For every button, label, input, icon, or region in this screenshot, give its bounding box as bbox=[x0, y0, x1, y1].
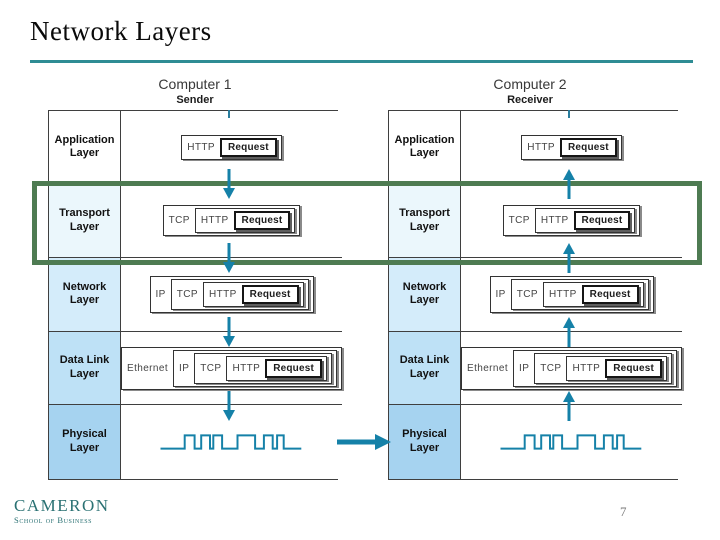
c2-packet-ethernet: Ethernet IP TCP HTTP Request bbox=[461, 346, 683, 390]
c1-layer-label-transport: Transport Layer bbox=[49, 184, 121, 259]
http-header-label: HTTP bbox=[208, 288, 237, 300]
cameron-logo: CAMERON School of Business bbox=[14, 497, 110, 525]
http-header-label: HTTP bbox=[572, 362, 601, 374]
c1-layer-label-network: Network Layer bbox=[49, 258, 121, 332]
transmission-arrow bbox=[337, 434, 391, 450]
up-arrow bbox=[563, 169, 575, 199]
ethernet-header-label: Ethernet bbox=[127, 362, 169, 374]
tcp-header-label: TCP bbox=[508, 215, 530, 227]
c1-layer-label-physical: Physical Layer bbox=[49, 405, 121, 479]
c2-network-cell: IP TCP HTTP Request bbox=[461, 258, 683, 332]
signal-waveform bbox=[500, 434, 641, 450]
signal-waveform bbox=[160, 434, 301, 450]
c1-packet-http: HTTP Request bbox=[181, 134, 282, 160]
computer2-subheading: Receiver bbox=[507, 94, 553, 106]
down-arrow bbox=[223, 169, 235, 199]
http-header-label: HTTP bbox=[200, 215, 229, 227]
tcp-header-label: TCP bbox=[168, 215, 190, 227]
request-box: Request bbox=[265, 358, 323, 378]
c1-packet-http: HTTP Request bbox=[202, 281, 304, 307]
page-title: Network Layers bbox=[30, 16, 212, 46]
http-header-label: HTTP bbox=[548, 288, 577, 300]
computer1-subheading: Sender bbox=[176, 94, 214, 106]
http-header-label: HTTP bbox=[187, 141, 215, 153]
ip-header-label: IP bbox=[155, 288, 166, 300]
tcp-header-label: TCP bbox=[176, 288, 198, 300]
c1-network-cell: IP TCP HTTP Request bbox=[121, 258, 343, 332]
c2-packet-ip: IP TCP HTTP Request bbox=[489, 275, 654, 313]
ip-header-label: IP bbox=[495, 288, 506, 300]
c1-packet-ethernet: Ethernet IP TCP HTTP Request bbox=[121, 346, 343, 390]
c2-layer-label-transport: Transport Layer bbox=[389, 184, 461, 259]
c1-packet-ip: IP TCP HTTP Request bbox=[173, 349, 338, 387]
page-number: 7 bbox=[620, 504, 627, 519]
request-box: Request bbox=[573, 211, 631, 231]
http-header-label: HTTP bbox=[232, 362, 261, 374]
tcp-header-label: TCP bbox=[516, 288, 538, 300]
down-arrow bbox=[223, 317, 235, 347]
http-header-label: HTTP bbox=[540, 215, 569, 227]
c1-layer-label-datalink: Data Link Layer bbox=[49, 331, 121, 406]
c2-datalink-cell: Ethernet IP TCP HTTP Request bbox=[461, 331, 683, 406]
c2-packet-http: HTTP Request bbox=[521, 134, 622, 160]
c2-transport-cell: TCP HTTP Request bbox=[461, 184, 683, 259]
ip-header-label: IP bbox=[179, 362, 190, 374]
down-arrow bbox=[223, 391, 235, 421]
c1-packet-ip: IP TCP HTTP Request bbox=[149, 275, 314, 313]
request-box: Request bbox=[241, 284, 299, 304]
http-header-label: HTTP bbox=[527, 141, 555, 153]
c1-packet-tcp: TCP HTTP Request bbox=[162, 205, 301, 237]
request-box: Request bbox=[605, 358, 663, 378]
tcp-header-label: TCP bbox=[540, 362, 562, 374]
up-arrow bbox=[563, 243, 575, 273]
c2-layer-label-datalink: Data Link Layer bbox=[389, 331, 461, 406]
c2-packet-tcp: TCP HTTP Request bbox=[502, 205, 641, 237]
c2-layer-label-network: Network Layer bbox=[389, 258, 461, 332]
c1-packet-tcp: TCP HTTP Request bbox=[194, 352, 333, 384]
c1-physical-cell bbox=[121, 405, 343, 479]
up-arrow bbox=[563, 317, 575, 347]
up-arrow bbox=[563, 391, 575, 421]
c2-application-cell: HTTP Request bbox=[461, 111, 683, 185]
computer2-heading: Computer 2 bbox=[493, 76, 567, 92]
c2-physical-cell bbox=[461, 405, 683, 479]
computer2-osi-table: Application Layer HTTP Request Transport… bbox=[388, 110, 683, 480]
request-box: Request bbox=[559, 137, 617, 157]
c1-packet-http: HTTP Request bbox=[226, 355, 328, 381]
c1-layer-label-application: Application Layer bbox=[49, 111, 121, 185]
receiver-top-stub bbox=[568, 110, 570, 118]
c2-layer-label-application: Application Layer bbox=[389, 111, 461, 185]
down-arrow bbox=[223, 243, 235, 273]
sender-top-stub bbox=[228, 110, 230, 118]
computer1-osi-table: Application Layer HTTP Request Transport… bbox=[48, 110, 343, 480]
logo-subtitle: School of Business bbox=[14, 514, 93, 525]
c1-application-cell: HTTP Request bbox=[121, 111, 343, 185]
ethernet-header-label: Ethernet bbox=[467, 362, 509, 374]
request-box: Request bbox=[581, 284, 639, 304]
c2-packet-tcp: TCP HTTP Request bbox=[510, 278, 649, 310]
c1-datalink-cell: Ethernet IP TCP HTTP Request bbox=[121, 331, 343, 406]
ip-header-label: IP bbox=[519, 362, 530, 374]
request-box: Request bbox=[219, 137, 277, 157]
computer1-heading: Computer 1 bbox=[158, 76, 232, 92]
c2-packet-ip: IP TCP HTTP Request bbox=[513, 349, 678, 387]
tcp-header-label: TCP bbox=[200, 362, 222, 374]
c2-packet-tcp: TCP HTTP Request bbox=[534, 352, 673, 384]
c2-packet-http: HTTP Request bbox=[542, 281, 644, 307]
logo-name: CAMERON bbox=[14, 496, 110, 515]
request-box: Request bbox=[233, 211, 291, 231]
c1-packet-tcp: TCP HTTP Request bbox=[170, 278, 309, 310]
c2-packet-http: HTTP Request bbox=[566, 355, 668, 381]
c1-transport-cell: TCP HTTP Request bbox=[121, 184, 343, 259]
title-rule bbox=[30, 60, 693, 63]
c2-layer-label-physical: Physical Layer bbox=[389, 405, 461, 479]
c1-packet-http: HTTP Request bbox=[194, 208, 296, 234]
c2-packet-http: HTTP Request bbox=[534, 208, 636, 234]
